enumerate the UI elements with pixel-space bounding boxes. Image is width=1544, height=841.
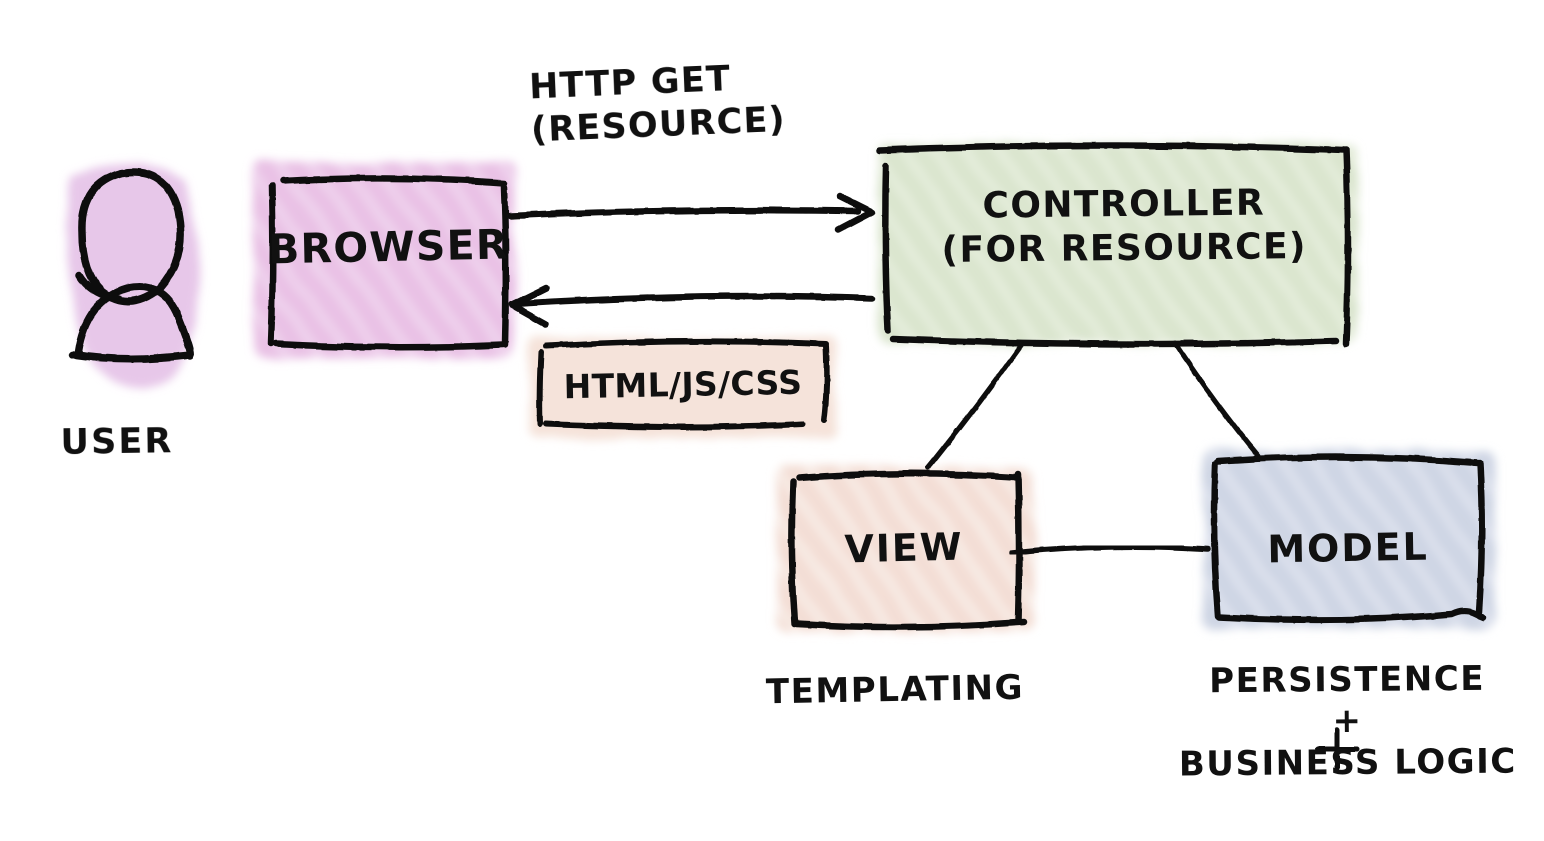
plus-sign-icon [1315,727,1360,771]
connector-view-model [1009,544,1211,556]
user-icon [68,168,195,364]
model-box-outline[interactable] [1210,453,1487,624]
browser-box-outline[interactable] [267,175,510,351]
view-box-outline[interactable] [788,470,1028,631]
htmljscss-box-outline[interactable] [536,338,830,430]
marker-fills [66,143,1495,632]
arrow-response [508,284,876,328]
controller-box-outline[interactable] [876,142,1352,348]
connector-controller-view [925,341,1025,471]
arrow-request [506,192,876,234]
connector-controller-model [1172,340,1261,459]
